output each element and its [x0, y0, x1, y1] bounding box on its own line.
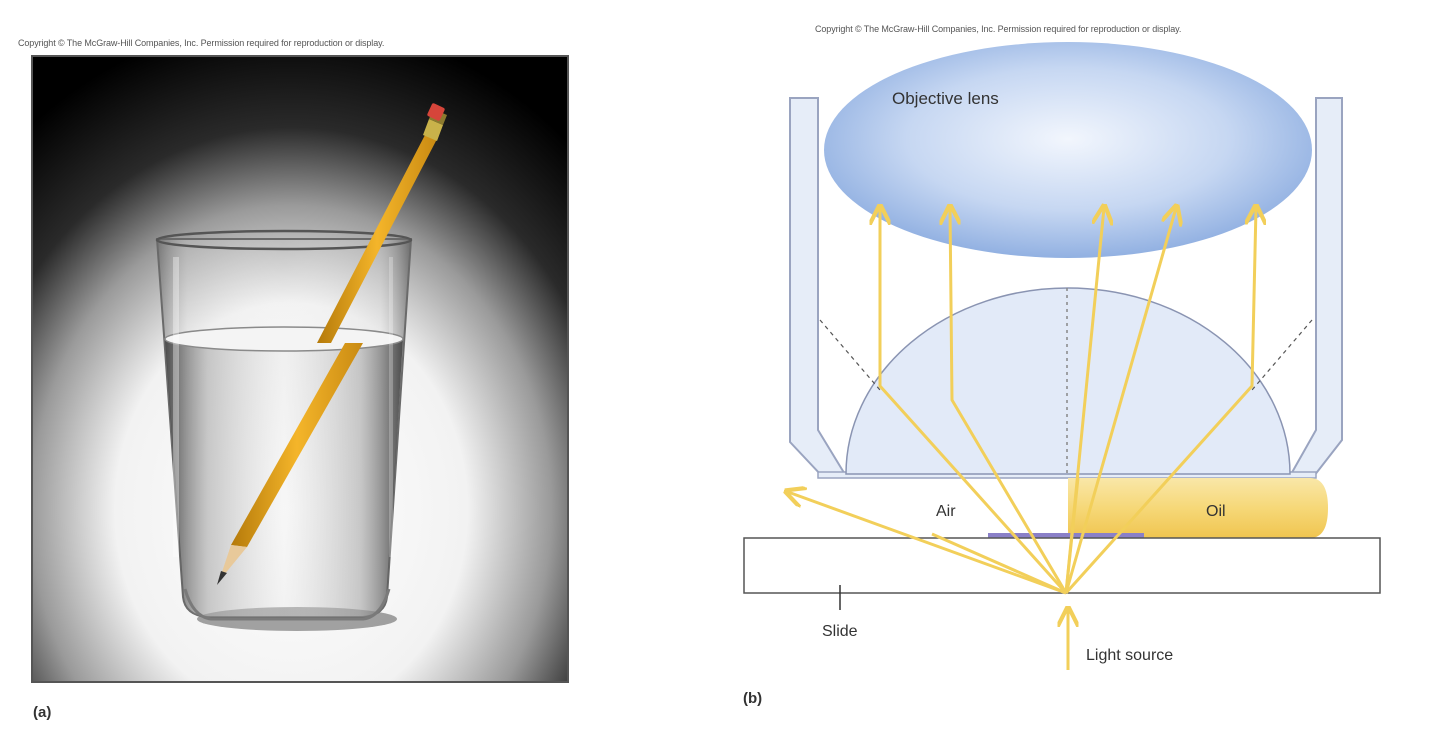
oil-immersion-diagram: Objective lens Air Oil Slide Light sourc…	[700, 30, 1420, 720]
ray-4	[1064, 208, 1176, 594]
slide-label: Slide	[822, 623, 858, 640]
ray-5	[1064, 208, 1256, 595]
objective-lens	[824, 42, 1312, 258]
copyright-notice-b: Copyright © The McGraw-Hill Companies, I…	[815, 24, 1182, 34]
front-lens-dome	[845, 287, 1291, 475]
ray-2	[950, 208, 1068, 594]
copyright-notice-a: Copyright © The McGraw-Hill Companies, I…	[18, 38, 385, 48]
oil-drop	[1068, 478, 1328, 538]
light-source-label: Light source	[1086, 647, 1173, 664]
pencil-in-water-photo	[31, 55, 569, 683]
ray-1	[880, 208, 1068, 595]
ray-7	[931, 532, 1067, 595]
specimen	[988, 533, 1144, 538]
caption-b: (b)	[743, 690, 763, 707]
caption-a: (a)	[33, 704, 52, 721]
oil-label: Oil	[1206, 503, 1226, 520]
ray-8	[1064, 477, 1080, 594]
air-label: Air	[936, 503, 956, 520]
ray-6	[788, 492, 1067, 595]
objective-lens-label: Objective lens	[892, 89, 999, 108]
